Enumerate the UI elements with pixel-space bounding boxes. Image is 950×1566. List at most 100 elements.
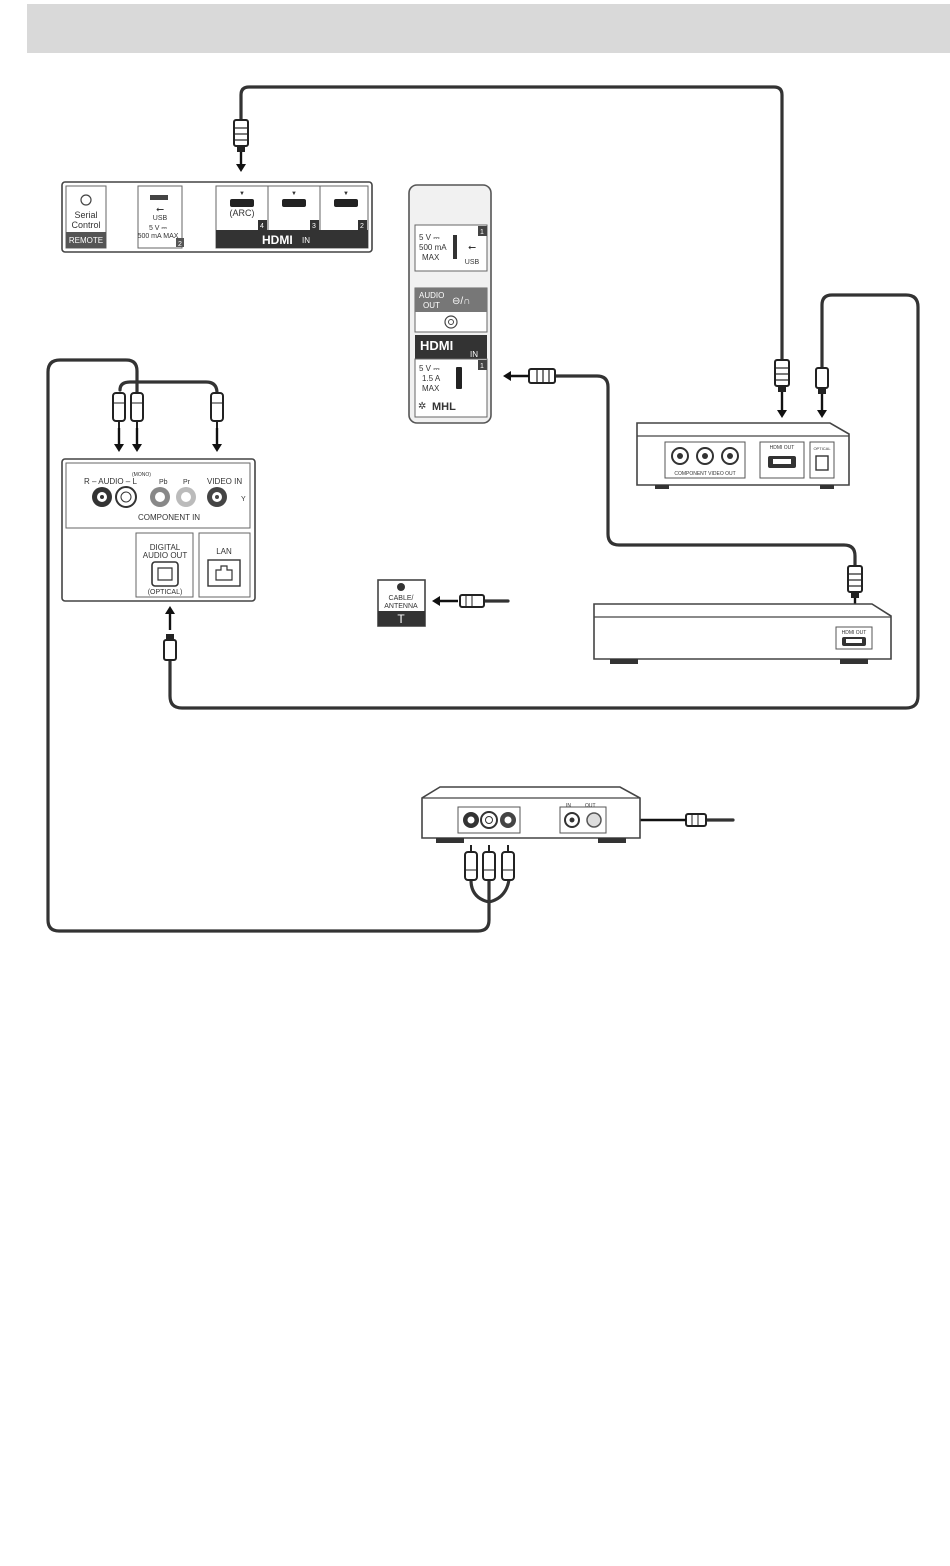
- video-in-label: VIDEO IN: [207, 477, 242, 486]
- hdmi-plug: [848, 566, 862, 592]
- hdmi-out-label: HDMI OUT: [842, 630, 867, 636]
- rca-jack: [176, 487, 196, 507]
- hdmi-port-number: 3: [312, 223, 316, 230]
- mhl-rating: 5 V ⎓: [419, 364, 440, 373]
- cable-antenna-label: CABLE/: [389, 595, 414, 602]
- rca-jack: [672, 448, 688, 464]
- composite-split-main: [120, 382, 217, 393]
- usb-icon: ⭠: [156, 204, 164, 215]
- rca-plug: [211, 393, 223, 428]
- usb-rating: 5 V ⎓: [419, 233, 440, 242]
- mhl-logo: MHL: [432, 401, 456, 413]
- serial-label: Serial: [74, 210, 97, 220]
- cable-antenna-label: ANTENNA: [384, 603, 418, 610]
- audio-out-label: AUDIO: [419, 291, 444, 300]
- rca-jack: [116, 487, 136, 507]
- coax-plug: [460, 595, 484, 607]
- hdmi-out-label: HDMI OUT: [770, 445, 795, 451]
- usb-rating: 500 mA: [419, 243, 447, 252]
- mhl-hdmi-port: [456, 367, 462, 389]
- device-bottom: IN OUT: [422, 787, 640, 843]
- usb-number: 2: [178, 241, 182, 248]
- usb-label: USB: [153, 215, 168, 222]
- hdmi-port-4: [230, 199, 254, 207]
- pr-label: Pr: [183, 479, 191, 486]
- cable-antenna-input: CABLE/ ANTENNA T: [378, 580, 425, 626]
- rca-plug: [483, 845, 495, 880]
- usb-port: [453, 235, 457, 259]
- usb-rating: 5 V ⎓: [149, 225, 167, 232]
- audio-label: R – AUDIO – L: [84, 477, 137, 486]
- rca-jack: [481, 812, 497, 828]
- coax-jack: [587, 813, 601, 827]
- rca-jack: [500, 812, 516, 828]
- usb-icon: ⭠: [468, 242, 476, 253]
- mhl-rating: 1.5 A: [422, 374, 441, 383]
- out-label: OUT: [585, 803, 596, 809]
- usb-label: USB: [465, 259, 480, 266]
- component-in-label: COMPONENT IN: [138, 513, 200, 522]
- optical-port: [152, 562, 178, 586]
- pb-label: Pb: [159, 479, 168, 486]
- device-top-right: COMPONENT VIDEO OUT HDMI OUT OPTICAL: [637, 423, 849, 489]
- rca-jack: [207, 487, 227, 507]
- optical-label: OPTICAL: [813, 446, 831, 451]
- serial-label: Control: [71, 220, 100, 230]
- rca-jack: [150, 487, 170, 507]
- usb-rating: MAX: [422, 253, 440, 262]
- serial-port: [81, 195, 91, 205]
- in-label: IN: [566, 803, 571, 809]
- hdmi-in-label: IN: [302, 236, 310, 245]
- hdmi-plug: [775, 360, 789, 386]
- antenna-icon: T: [397, 612, 405, 626]
- hdmi-plug: [234, 120, 248, 146]
- lan-label: LAN: [216, 547, 232, 556]
- mhl-icon: ✲: [418, 401, 426, 412]
- svg-text:▼: ▼: [343, 191, 349, 197]
- optical-plug: [816, 368, 828, 388]
- usb-port: [150, 195, 168, 200]
- tv-av-panel: (MONO) R – AUDIO – L Pb Pr VIDEO IN Y CO…: [62, 459, 255, 601]
- hdmi-in-label: IN: [470, 350, 478, 359]
- optical-plug: [164, 640, 176, 660]
- rca-plug: [131, 393, 143, 428]
- rca-plug: [465, 845, 477, 880]
- tv-side-panel: Serial Control REMOTE ⭠ USB 5 V ⎓ 500 mA…: [62, 182, 372, 252]
- optical-out-port: [816, 456, 828, 470]
- rca-jack: [722, 448, 738, 464]
- rca-jack: [463, 812, 479, 828]
- arc-label: (ARC): [230, 208, 255, 218]
- audio-out-label: AUDIO OUT: [143, 551, 188, 560]
- remote-label: REMOTE: [69, 236, 103, 245]
- device-middle-right: HDMI OUT: [594, 604, 891, 664]
- svg-text:▼: ▼: [291, 191, 297, 197]
- lan-port: [208, 560, 240, 586]
- rca-plug: [113, 393, 125, 428]
- hdmi-port-number: 2: [360, 223, 364, 230]
- mhl-plug: [529, 369, 555, 383]
- svg-text:▼: ▼: [239, 191, 245, 197]
- usb-number: 1: [480, 229, 484, 236]
- optical-label: (OPTICAL): [148, 589, 183, 596]
- mhl-number: 1: [480, 363, 484, 370]
- usb-rating: 500 mA MAX: [138, 233, 179, 240]
- coax-jack: [565, 813, 579, 827]
- hdmi-port-3: [282, 199, 306, 207]
- hdmi-port-number: 4: [260, 223, 264, 230]
- composite-cable: [48, 360, 489, 931]
- headphone-icon: ⊖/∩: [452, 296, 470, 307]
- hdmi-port-2: [334, 199, 358, 207]
- hdmi-logo: HDMI: [420, 338, 453, 353]
- hdmi-logo: HDMI: [262, 233, 293, 247]
- y-label: Y: [241, 496, 246, 503]
- component-out-label: COMPONENT VIDEO OUT: [674, 471, 735, 477]
- rca-jack: [697, 448, 713, 464]
- mhl-rating: MAX: [422, 384, 440, 393]
- rca-plug: [502, 845, 514, 880]
- antenna-jack: [397, 583, 405, 591]
- audio-out-label: OUT: [423, 301, 440, 310]
- rca-jack: [92, 487, 112, 507]
- coax-plug: [686, 814, 706, 826]
- tv-rear-panel-mhl: 5 V ⎓ 500 mA MAX ⭠ USB 1 AUDIO OUT ⊖/∩ H…: [409, 185, 491, 423]
